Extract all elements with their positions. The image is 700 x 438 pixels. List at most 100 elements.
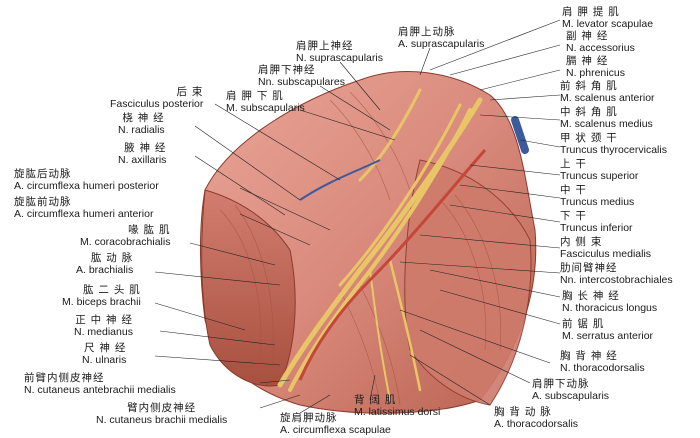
label-la: M. latissimus dorsi: [354, 406, 441, 418]
label-la: M. levator scapulae: [562, 18, 654, 30]
label-la: M. biceps brachii: [62, 296, 141, 308]
label-zh: 肩胛下神经: [258, 64, 316, 76]
label-la: N. thoracicus longus: [562, 302, 658, 314]
label-n-thoracicus-longus: 胸 长 神 经 N. thoracicus longus: [562, 290, 657, 314]
label-la: M. coracobrachialis: [80, 236, 171, 248]
label-la: Truncus medius: [560, 196, 635, 208]
label-zh: 肩胛下动脉: [532, 378, 590, 390]
label-la: A. thoracodorsalis: [494, 418, 579, 430]
label-zh: 前 锯 肌: [562, 318, 605, 330]
label-zh: 后 束: [176, 86, 204, 98]
label-nn-subscapulares: 肩胛下神经 Nn. subscapulares: [258, 64, 345, 88]
label-zh: 甲 状 颈 干: [560, 132, 618, 144]
label-m-latissimus: 背 阔 肌 M. latissimus dorsi: [354, 394, 440, 418]
label-n-medianus: 正 中 神 经 N. medianus: [74, 314, 133, 338]
label-la: A. circumflexa scapulae: [280, 424, 391, 436]
label-la: Fasciculus posterior: [110, 98, 204, 110]
label-a-circ-scapulae: 旋肩胛动脉 A. circumflexa scapulae: [280, 412, 391, 436]
label-zh: 胸 背 动 脉: [494, 406, 552, 418]
label-zh: 肩 胛 下 肌: [226, 90, 284, 102]
label-zh: 前臂内侧皮神经: [24, 372, 105, 384]
label-zh: 肱 二 头 肌: [83, 284, 141, 296]
label-zh: 旋肱后动脉: [14, 168, 72, 180]
label-la: A. brachialis: [76, 264, 134, 276]
label-la: A. circumflexa humeri posterior: [14, 180, 159, 192]
label-zh: 副 神 经: [566, 30, 609, 42]
label-la: Truncus superior: [560, 170, 639, 182]
label-n-thoracodorsalis: 胸 背 神 经 N. thoracodorsalis: [560, 350, 645, 374]
label-la: M. serratus anterior: [562, 330, 654, 342]
label-la: Truncus inferior: [560, 222, 633, 234]
label-la: M. subscapularis: [226, 102, 305, 114]
label-m-scalenus-anterior: 前 斜 角 肌 M. scalenus anterior: [560, 80, 655, 104]
label-la: Truncus thyrocervicalis: [560, 144, 667, 156]
label-nn-intercostobrachiales: 肋间臂神经 Nn. intercostobrachiales: [560, 262, 673, 286]
label-la: N. phrenicus: [566, 67, 625, 79]
label-truncus-medius: 中 干 Truncus medius: [560, 184, 634, 208]
label-m-scalenus-medius: 中 斜 角 肌 M. scalenus medius: [560, 106, 653, 130]
label-fasciculus-posterior: 后 束 Fasciculus posterior: [110, 86, 203, 110]
label-n-ulnaris: 尺 神 经 N. ulnaris: [82, 342, 126, 366]
label-n-axillaris: 腋 神 经 N. axillaris: [118, 142, 166, 166]
label-zh: 膈 神 经: [566, 55, 609, 67]
label-zh: 下 干: [560, 210, 587, 222]
label-la: A. circumflexa humeri anterior: [14, 208, 154, 220]
label-a-brachialis: 肱 动 脉 A. brachialis: [76, 252, 133, 276]
label-zh: 肩胛上神经: [296, 40, 354, 52]
label-a-subscapularis: 肩胛下动脉 A. subscapularis: [532, 378, 609, 402]
label-la: N. cutaneus antebrachii medialis: [24, 384, 176, 396]
label-truncus-superior: 上 干 Truncus superior: [560, 158, 638, 182]
label-zh: 内 侧 束: [560, 236, 603, 248]
label-zh: 尺 神 经: [84, 342, 127, 354]
label-zh: 桡 神 经: [122, 112, 165, 124]
label-n-radialis: 桡 神 经 N. radialis: [118, 112, 165, 136]
label-zh: 背 阔 肌: [354, 394, 397, 406]
label-zh: 上 干: [560, 158, 587, 170]
label-a-suprascapularis: 肩胛上动脉 A. suprascapularis: [398, 26, 484, 50]
label-la: N. radialis: [118, 124, 165, 136]
label-n-phrenicus: 膈 神 经 N. phrenicus: [566, 55, 625, 79]
label-la: M. scalenus medius: [560, 118, 653, 130]
label-zh: 旋肱前动脉: [14, 196, 72, 208]
label-la: N. axillaris: [118, 154, 167, 166]
label-la: Nn. subscapulares: [258, 76, 345, 88]
label-la: N. ulnaris: [82, 354, 127, 366]
label-n-cut-antebrachii: 前臂内侧皮神经 N. cutaneus antebrachii medialis: [24, 372, 176, 396]
label-m-biceps: 肱 二 头 肌 M. biceps brachii: [62, 284, 141, 308]
label-zh: 腋 神 经: [124, 142, 167, 154]
label-zh: 中 干: [560, 184, 587, 196]
label-zh: 喙 肱 肌: [128, 224, 171, 236]
label-zh: 胸 背 神 经: [560, 350, 618, 362]
label-zh: 中 斜 角 肌: [560, 106, 618, 118]
label-la: N. thoracodorsalis: [560, 362, 645, 374]
label-la: N. cutaneus brachii medialis: [96, 414, 228, 426]
label-zh: 肩 胛 提 肌: [562, 6, 620, 18]
label-la: M. scalenus anterior: [560, 92, 655, 104]
label-la: N. medianus: [74, 326, 133, 338]
label-a-circ-post: 旋肱后动脉 A. circumflexa humeri posterior: [14, 168, 159, 192]
label-la: A. subscapularis: [532, 390, 610, 402]
label-n-accessorius: 副 神 经 N. accessorius: [566, 30, 635, 54]
label-m-coracobrachialis: 喙 肱 肌 M. coracobrachialis: [80, 224, 170, 248]
label-a-circ-ant: 旋肱前动脉 A. circumflexa humeri anterior: [14, 196, 153, 220]
label-n-suprascapularis: 肩胛上神经 N. suprascapularis: [296, 40, 383, 64]
label-la: N. accessorius: [566, 42, 635, 54]
label-la: Fasciculus medialis: [560, 248, 652, 260]
label-zh: 肱 动 脉: [90, 252, 134, 264]
label-la: N. suprascapularis: [296, 52, 383, 64]
label-m-levator: 肩 胛 提 肌 M. levator scapulae: [562, 6, 653, 30]
label-m-serratus: 前 锯 肌 M. serratus anterior: [562, 318, 653, 342]
label-zh: 胸 长 神 经: [562, 290, 620, 302]
label-zh: 前 斜 角 肌: [560, 80, 618, 92]
label-zh: 臂内侧皮神经: [127, 402, 197, 414]
chest-wall: [404, 159, 532, 406]
label-fasciculus-medialis: 内 侧 束 Fasciculus medialis: [560, 236, 651, 260]
label-zh: 肋间臂神经: [560, 262, 618, 274]
label-n-cut-brachii: 臂内侧皮神经 N. cutaneus brachii medialis: [96, 402, 227, 426]
label-zh: 旋肩胛动脉: [280, 412, 338, 424]
label-la: A. suprascapularis: [398, 38, 485, 50]
label-zh: 正 中 神 经: [75, 314, 133, 326]
label-a-thoracodorsalis: 胸 背 动 脉 A. thoracodorsalis: [494, 406, 578, 430]
label-la: Nn. intercostobrachiales: [560, 274, 673, 286]
